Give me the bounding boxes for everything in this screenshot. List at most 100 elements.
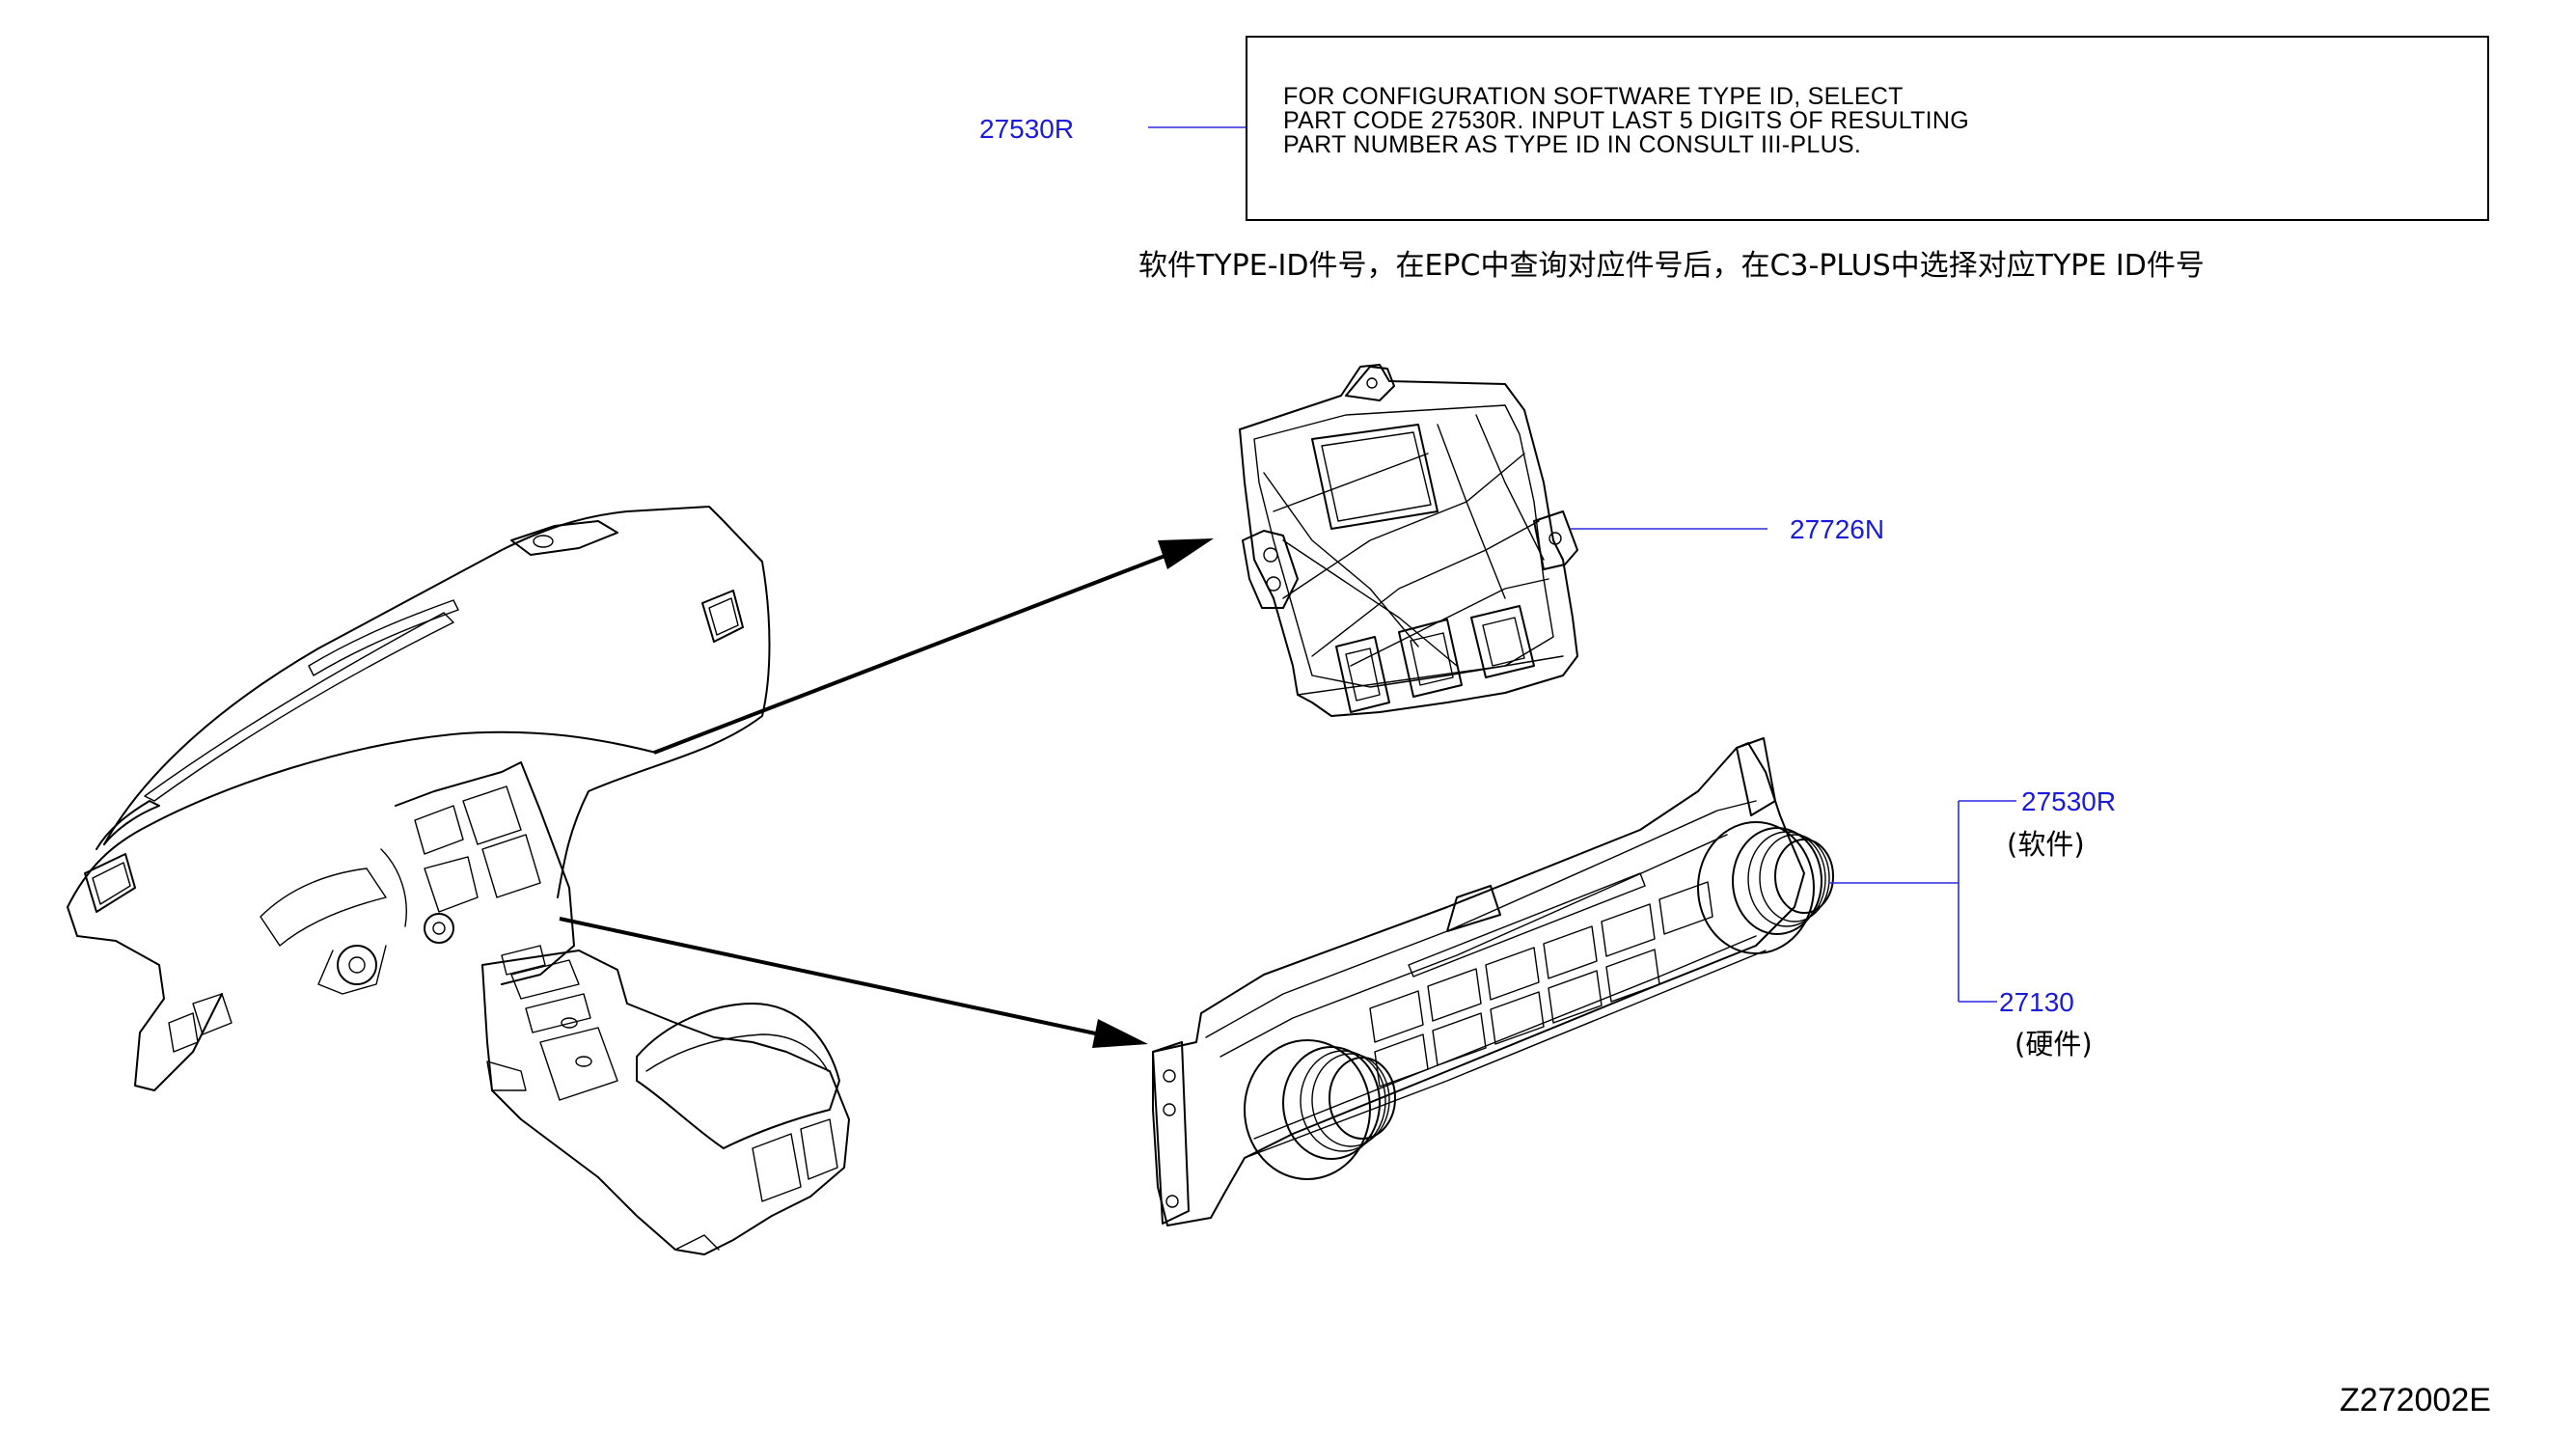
left-knob-ring (1282, 1046, 1381, 1160)
panel-left-bracket (1152, 1041, 1190, 1225)
panel-top-tab (1446, 885, 1501, 932)
note-cjk-line: 软件TYPE-ID件号，在EPC中查询对应件号后，在C3-PLUS中选择对应TY… (1138, 249, 2205, 283)
panel-right-bracket (1736, 737, 1776, 816)
module-rib-6 (1475, 414, 1545, 561)
console-shifter-base (539, 1027, 618, 1101)
module-connector-2-inner (1410, 632, 1454, 686)
left-knob-bezel (1244, 1039, 1371, 1180)
module-tab-left-hole-2 (1266, 576, 1281, 592)
console-slot-2 (525, 993, 591, 1033)
module-rib-4 (1311, 520, 1540, 657)
center-stack-bracket-1 (414, 805, 464, 855)
center-stack-outline (395, 761, 575, 985)
right-knob-grip-2 (1759, 834, 1830, 923)
console-slot-1 (510, 959, 580, 1000)
dashboard-top-cover-hole (533, 535, 554, 548)
left-knob-grip-1 (1300, 1050, 1386, 1152)
console-bracket-small (501, 945, 546, 976)
center-stack-bracket-3 (481, 834, 541, 898)
module-connector-2 (1398, 619, 1463, 698)
module-rib-5 (1437, 424, 1506, 599)
steering-support-hole (348, 956, 366, 974)
column-support-hole (432, 922, 446, 935)
module-rib-7 (1350, 578, 1549, 667)
console-lower-left (486, 1060, 527, 1091)
hardware-part-callout[interactable]: 27130 (1999, 987, 2074, 1017)
module-tab-left (1242, 530, 1299, 609)
module-tab-top (1345, 366, 1395, 401)
arrow-to-module-line (653, 553, 1168, 755)
module-tab-left-hole (1263, 547, 1278, 563)
armrest-seam (645, 1033, 829, 1072)
module-rib-2 (1282, 539, 1458, 667)
center-stack-bracket-2 (462, 785, 522, 845)
module-tab-top-hole (1366, 377, 1378, 389)
module-label-window-inner (1321, 431, 1432, 522)
steering-bracket (317, 945, 387, 995)
button-upper-6 (1658, 881, 1713, 935)
module-connector-3 (1470, 605, 1535, 678)
right-knob-cap (1774, 839, 1834, 914)
note-line-3: PART NUMBER AS TYPE ID IN CONSULT III-PL… (1283, 131, 1861, 158)
arrow-to-module-head (1158, 538, 1214, 569)
module-label-window (1311, 424, 1439, 530)
button-lower-3 (1490, 991, 1545, 1045)
button-upper-3 (1485, 947, 1540, 1001)
right-knob-ring (1732, 827, 1822, 935)
module-connector-1 (1335, 636, 1390, 713)
pointer-arrows (559, 538, 1214, 1048)
software-part-sub: (软件) (2007, 828, 2085, 861)
button-lower-2 (1432, 1012, 1487, 1066)
left-side-vent-inner (92, 862, 131, 905)
module-tab-right (1533, 510, 1578, 570)
console-hole-2 (575, 1056, 592, 1067)
button-upper-5 (1601, 903, 1656, 957)
button-upper-4 (1543, 925, 1598, 979)
armrest (636, 1003, 840, 1149)
module-connector-1-inner (1345, 647, 1381, 702)
module-inner-frame (1253, 404, 1554, 688)
panel-outer-body (1152, 742, 1805, 1226)
note-line-1: FOR CONFIGURATION SOFTWARE TYPE ID, SELE… (1283, 83, 1904, 110)
panel-left-bracket-hole-3 (1165, 1195, 1179, 1208)
left-lower-bracket (192, 993, 233, 1035)
hardware-part-sub: (硬件) (2014, 1028, 2093, 1060)
console-hole-1 (561, 1017, 578, 1029)
panel-display-slot (1408, 872, 1646, 978)
button-lower-1 (1374, 1033, 1429, 1088)
dashboard-lip (96, 800, 160, 850)
control-module-illustration: 27726N (1239, 364, 1884, 717)
dashboard-top-outline (103, 506, 771, 898)
right-side-vent (701, 590, 744, 643)
button-lower-5 (1605, 949, 1660, 1003)
module-tab-right-hole (1548, 532, 1562, 545)
module-rib-3 (1282, 453, 1525, 599)
arrow-to-panel-line (559, 917, 1101, 1036)
note-section: 27530R FOR CONFIGURATION SOFTWARE TYPE I… (979, 36, 2489, 283)
left-lower-bracket-2 (168, 1012, 199, 1053)
defrost-vent-1 (144, 612, 454, 802)
center-console-outline (481, 950, 850, 1255)
defrost-vent-2 (308, 599, 459, 676)
knee-panel (260, 867, 387, 947)
module-outer-frame (1239, 364, 1578, 717)
center-stack-bracket-4 (424, 856, 479, 913)
center-stack-bracket-5 (380, 848, 407, 927)
note-part-callout[interactable]: 27530R (979, 114, 1074, 144)
panel-front-lower (1244, 950, 1767, 1159)
dashboard-top-cover (510, 520, 618, 556)
panel-left-bracket-hole-1 (1163, 1069, 1176, 1083)
figure-id: Z272002E (2340, 1382, 2491, 1418)
module-rib-8 (1273, 453, 1429, 512)
console-rear-1 (752, 1133, 802, 1202)
panel-left-bracket-hole-2 (1163, 1103, 1176, 1116)
right-knob-bezel (1697, 821, 1815, 954)
button-upper-1 (1369, 990, 1424, 1043)
module-connector-3-inner (1482, 617, 1525, 667)
module-part-callout[interactable]: 27726N (1790, 514, 1884, 544)
left-knob-cap (1329, 1057, 1396, 1140)
arrow-to-panel-head (1092, 1019, 1148, 1048)
software-part-callout[interactable]: 27530R (2021, 786, 2116, 816)
note-box (1246, 36, 2489, 221)
